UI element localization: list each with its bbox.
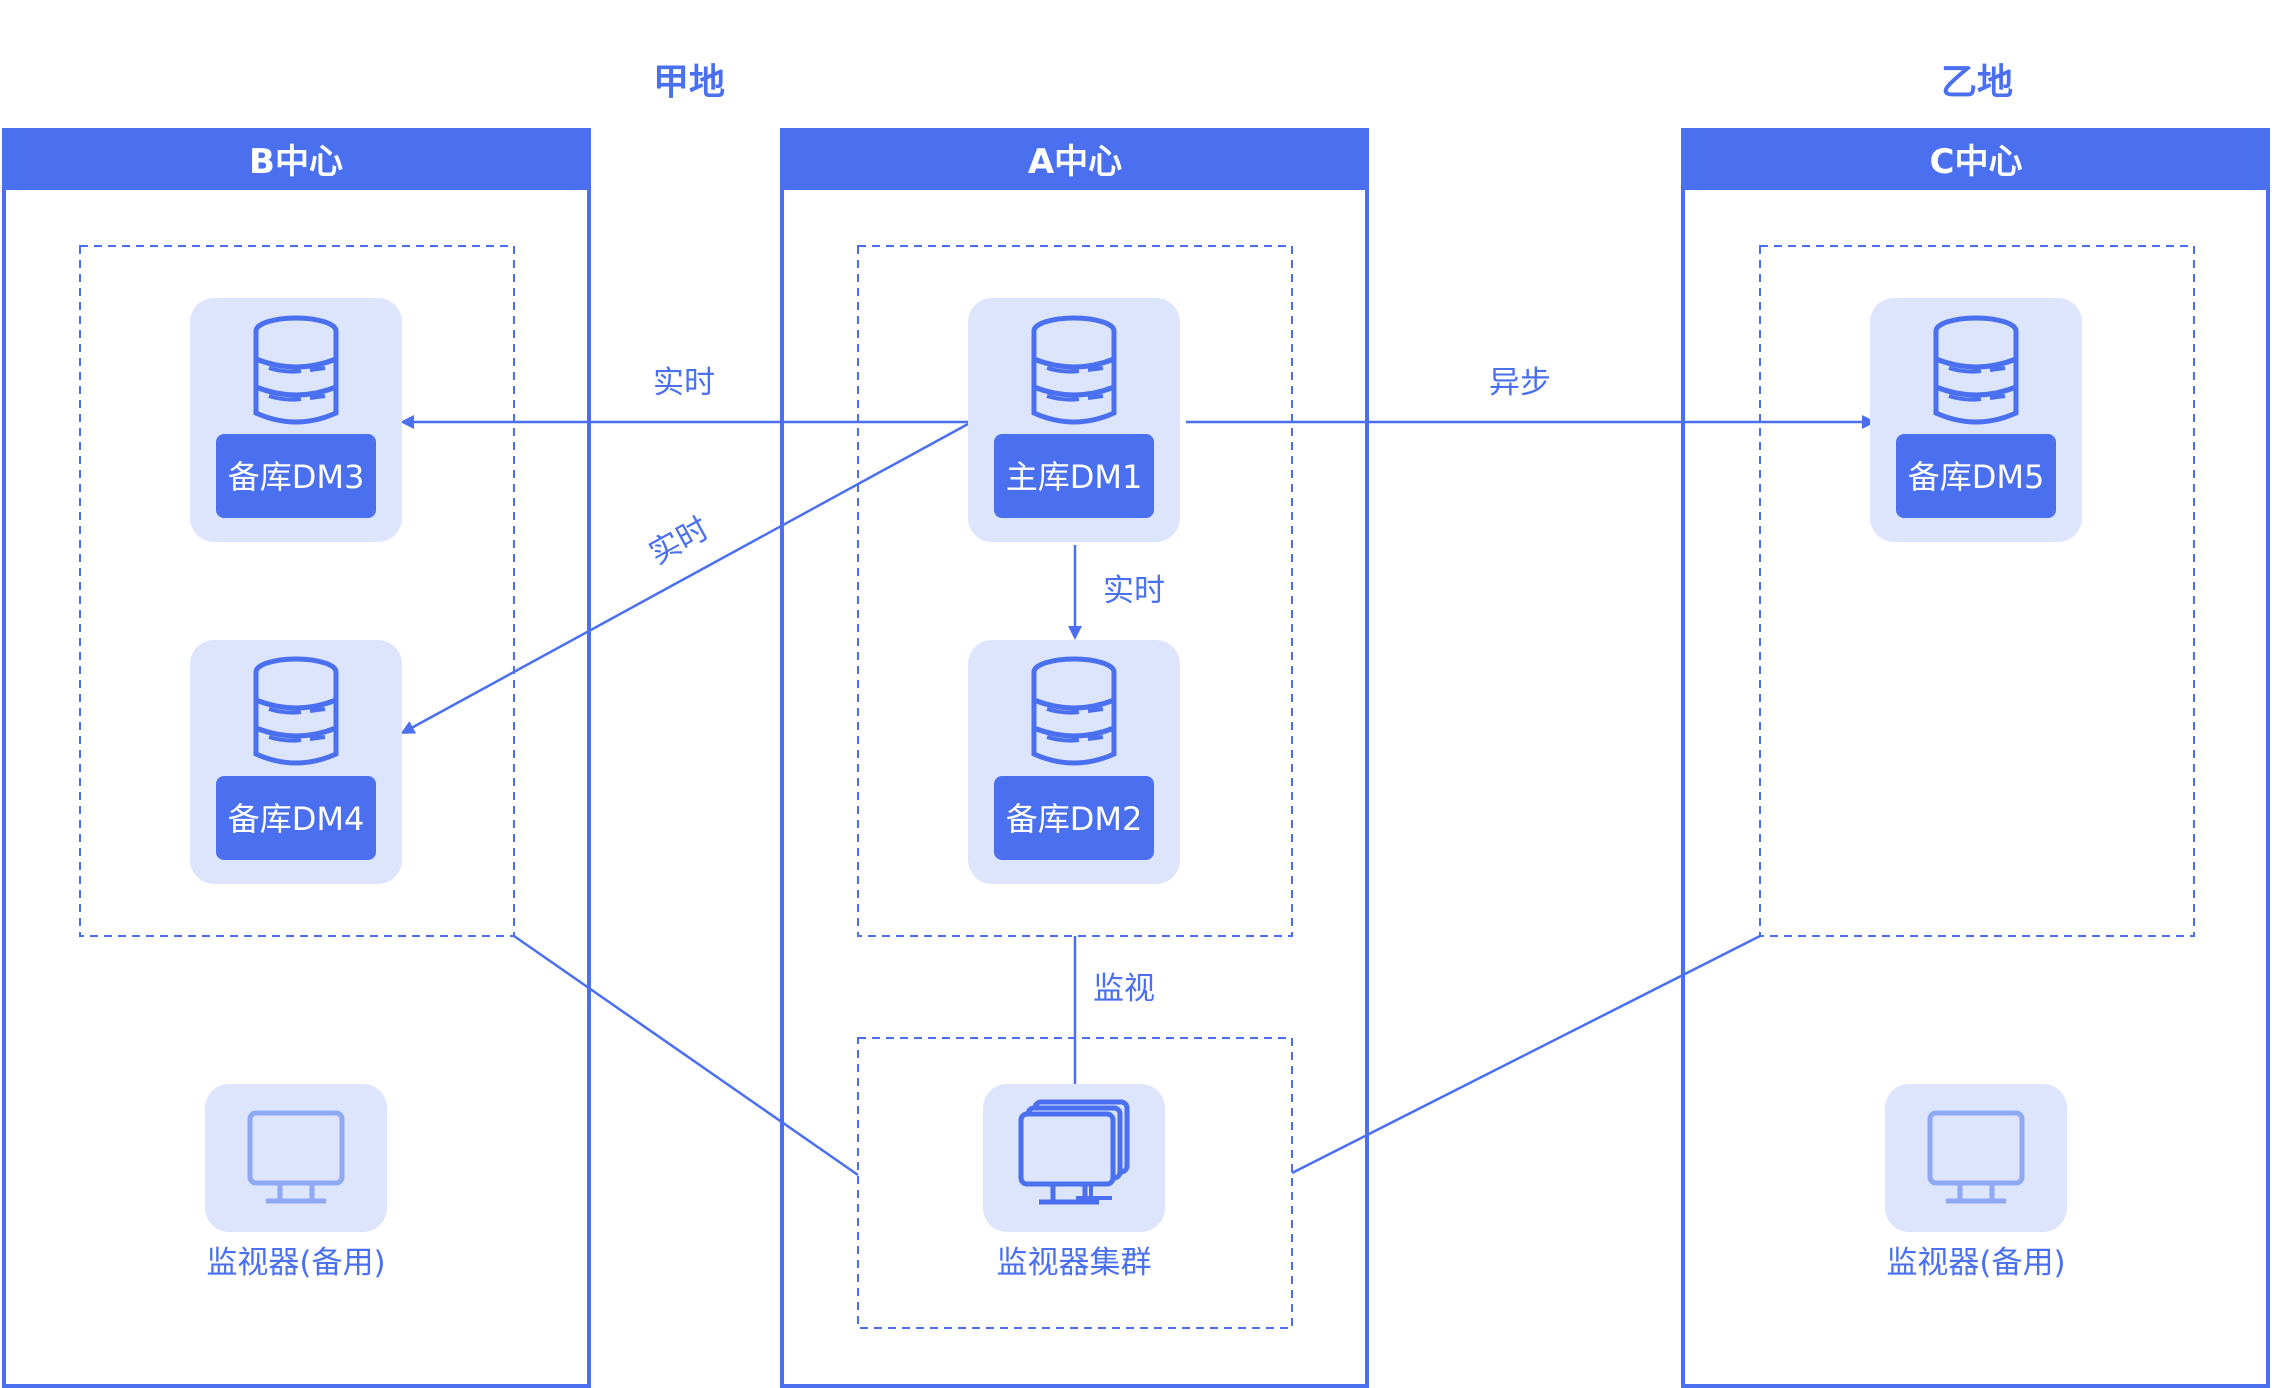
db-node-dm3: 备库DM3 (190, 298, 402, 542)
monitor-node-a: 监视器集群 (983, 1084, 1165, 1281)
edge-monitor-c (1291, 934, 1761, 1175)
connectors (400, 415, 1876, 1177)
database-icon (256, 318, 336, 422)
region-label-jia: 甲地 (653, 62, 725, 103)
edge-label-dm1-dm5: 异步 (1489, 365, 1551, 401)
db-group-a (857, 245, 1293, 937)
center-title-c: C中心 (1930, 142, 2023, 182)
center-title-a: A中心 (1028, 142, 1122, 182)
db-label-dm1: 主库DM1 (1006, 458, 1143, 496)
edge-label-dm1-dm4: 实时 (643, 510, 715, 572)
monitor-label-c: 监视器(备用) (1886, 1245, 2065, 1281)
db-group-c (1759, 245, 2195, 937)
db-label-dm4: 备库DM4 (228, 800, 365, 838)
center-title-b: B中心 (249, 142, 343, 182)
db-label-dm5: 备库DM5 (1908, 458, 2045, 496)
region-label-yi: 乙地 (1941, 62, 2013, 103)
database-icon (1034, 659, 1114, 763)
database-icon (1936, 318, 2016, 422)
edge-dm1-dm4 (400, 422, 969, 734)
db-node-dm5: 备库DM5 (1870, 298, 2082, 542)
database-icon (256, 659, 336, 763)
monitor-label-a: 监视器集群 (997, 1245, 1152, 1281)
db-node-dm4: 备库DM4 (190, 640, 402, 884)
db-label-dm3: 备库DM3 (228, 458, 365, 496)
db-node-dm1: 主库DM1 (968, 298, 1180, 542)
monitor-cluster-icon (1018, 1099, 1130, 1205)
edge-label-dm1-dm3: 实时 (653, 365, 715, 401)
monitor-node-b: 监视器(备用) (205, 1084, 387, 1281)
db-label-dm2: 备库DM2 (1006, 800, 1143, 838)
monitor-node-c: 监视器(备用) (1885, 1084, 2067, 1281)
database-icon (1034, 318, 1114, 422)
db-node-dm2: 备库DM2 (968, 640, 1180, 884)
edge-label-dm1-dm2: 实时 (1103, 573, 1165, 609)
monitor-label-b: 监视器(备用) (206, 1245, 385, 1281)
edge-label-monitor: 监视 (1093, 971, 1155, 1007)
edge-monitor-b (513, 934, 859, 1177)
db-group-b (79, 245, 515, 937)
